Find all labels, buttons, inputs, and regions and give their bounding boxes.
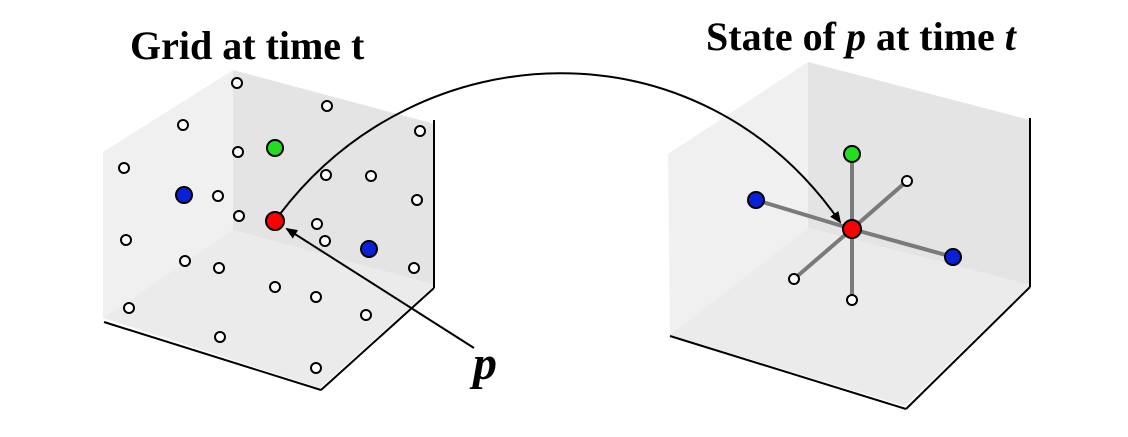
blue-point — [175, 186, 193, 204]
right-panel-title: State of p at time t — [706, 17, 1016, 57]
neighbor-sticks — [754, 152, 955, 302]
pointer-arrow — [285, 227, 475, 349]
grid-point — [310, 291, 322, 303]
grid-point — [123, 302, 135, 314]
right-box-left-wall — [668, 62, 808, 335]
grid-point — [310, 362, 322, 374]
stick-to-left-blue — [754, 198, 854, 231]
grid-point — [411, 194, 423, 206]
grid-point — [269, 281, 281, 293]
grid-point — [233, 210, 245, 222]
left-box-bottom-edge — [103, 321, 322, 391]
grid-point — [213, 262, 225, 274]
left-grid-box — [103, 70, 435, 391]
grid-point — [788, 273, 800, 285]
mapping-arc-arrow — [279, 72, 842, 224]
pointer-label-p: p — [473, 337, 497, 390]
grid-point — [360, 309, 372, 321]
right-box-back-wall — [808, 62, 1030, 285]
left-box-left-wall — [103, 70, 233, 318]
focus-point-p — [842, 219, 862, 239]
right-state-points — [747, 145, 962, 306]
right-title-middle: at time — [875, 14, 995, 59]
right-title-time: t — [1004, 14, 1016, 59]
left-box-right-edge — [320, 287, 435, 391]
left-box-back-wall — [233, 70, 435, 285]
grid-point — [414, 125, 426, 137]
grid-point — [212, 190, 224, 202]
grid-point — [365, 170, 377, 182]
grid-point — [408, 262, 420, 274]
right-box-right-edge — [905, 286, 1031, 410]
blue-point — [747, 191, 765, 209]
left-panel-title-text: Grid at time t — [130, 23, 365, 68]
left-panel-title: Grid at time t — [130, 26, 364, 66]
grid-point — [231, 77, 243, 89]
grid-point — [120, 234, 132, 246]
stick-to-right-blue — [850, 227, 955, 259]
right-state-box — [668, 62, 1031, 410]
stick-to-lower-left — [792, 227, 854, 281]
grid-point — [321, 100, 333, 112]
grid-point — [179, 255, 191, 267]
green-point — [843, 145, 861, 163]
grid-point — [214, 331, 226, 343]
grid-point — [846, 294, 858, 306]
green-point — [266, 139, 284, 157]
blue-point — [944, 248, 962, 266]
right-box-floor — [670, 228, 1030, 406]
grid-point — [118, 162, 130, 174]
left-grid-points — [118, 77, 426, 374]
stick-to-upper-right — [850, 179, 909, 231]
grid-point — [232, 146, 244, 158]
grid-point — [901, 175, 913, 187]
grid-point — [311, 218, 323, 230]
right-title-prefix: State of — [706, 14, 836, 59]
grid-point — [320, 169, 332, 181]
right-title-variable: p — [845, 14, 866, 59]
grid-point — [319, 235, 331, 247]
blue-point — [360, 240, 378, 258]
grid-point — [177, 119, 189, 131]
right-box-bottom-edge — [669, 335, 907, 410]
focus-point-p — [265, 211, 285, 231]
